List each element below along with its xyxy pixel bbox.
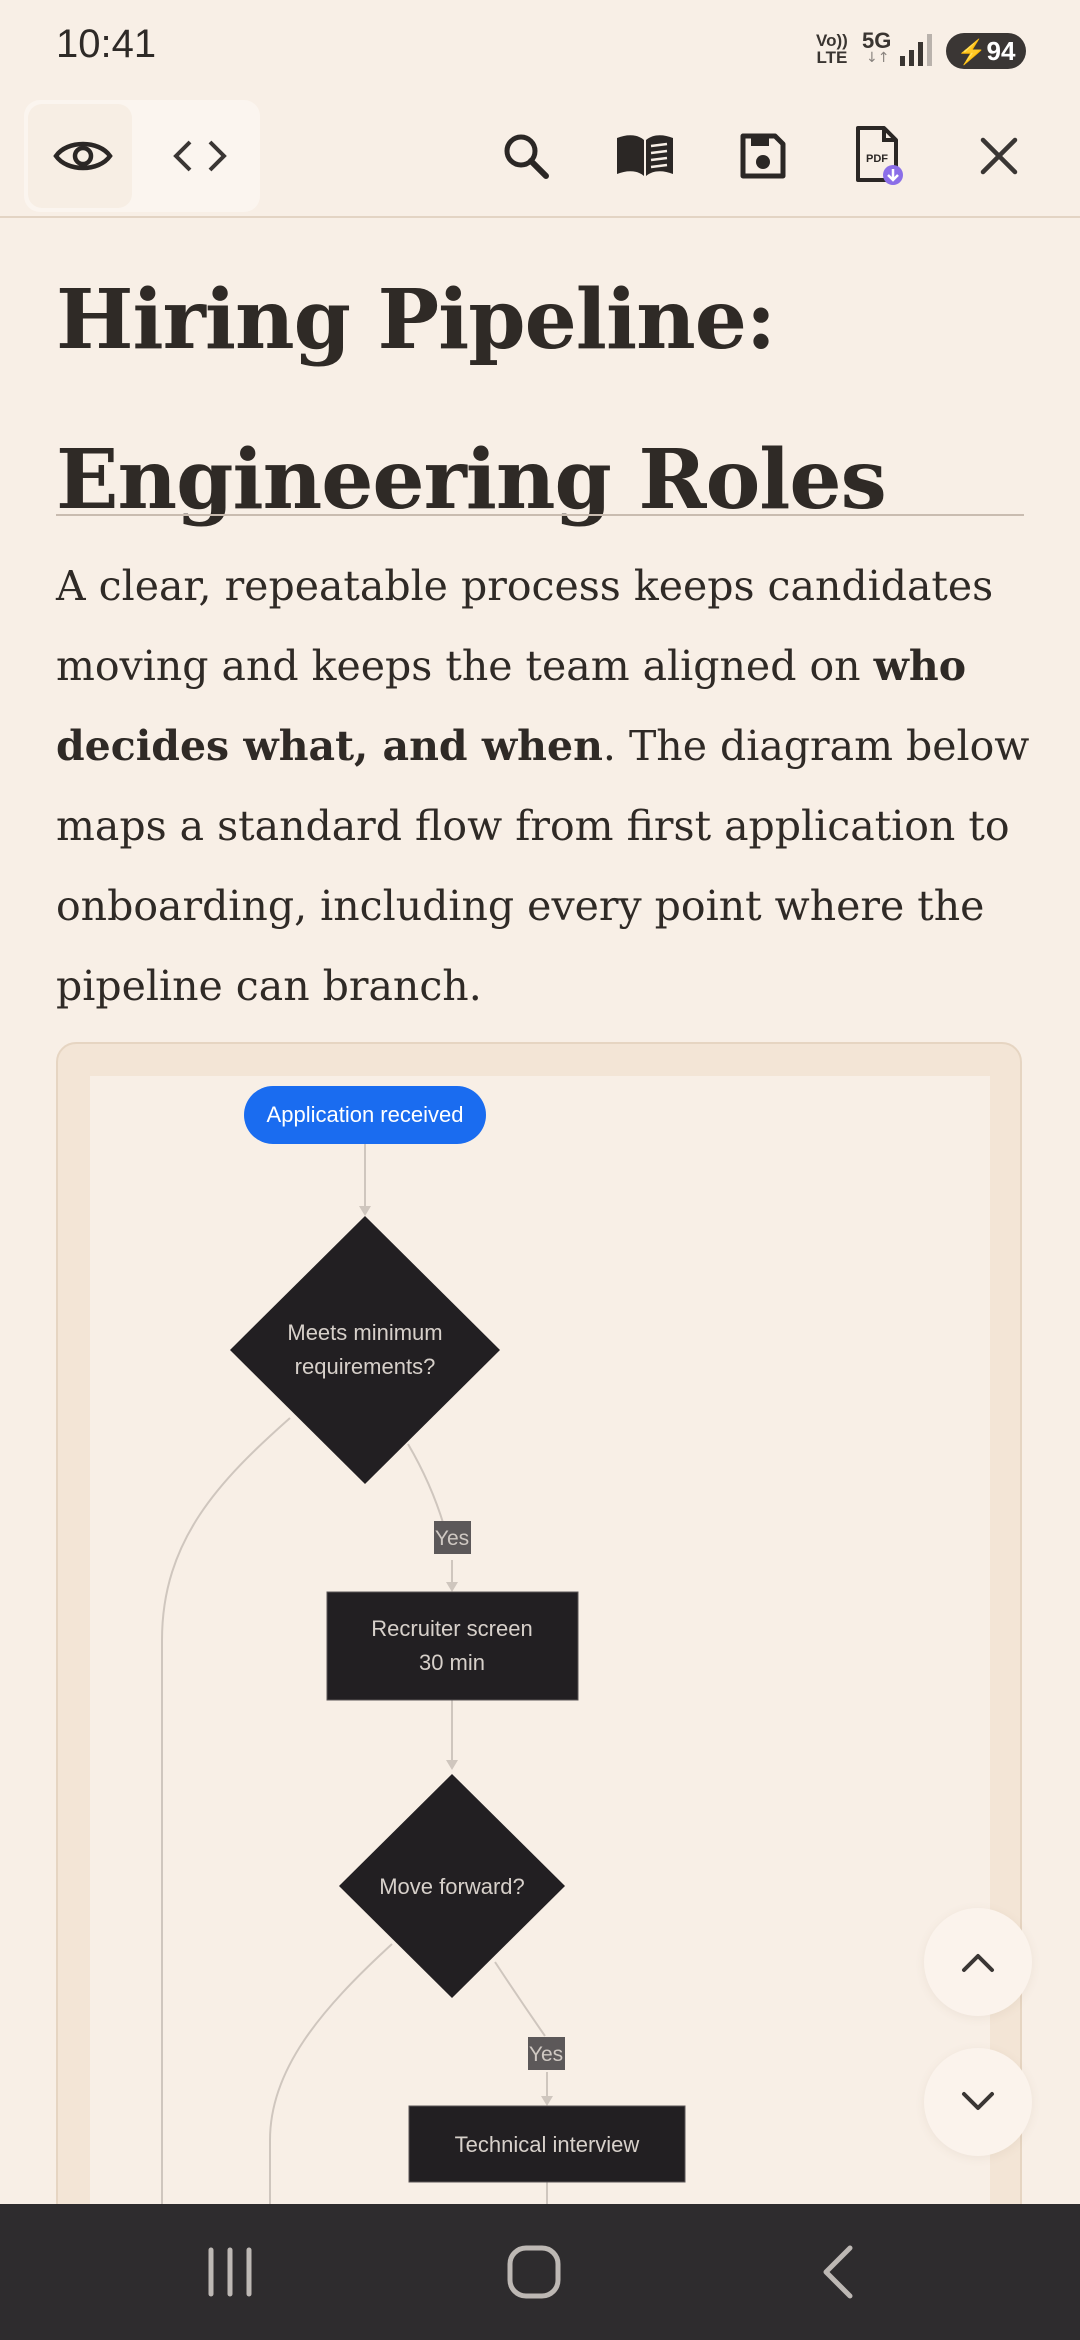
recents-button[interactable] (190, 2232, 270, 2312)
close-button[interactable] (959, 116, 1039, 196)
battery-indicator: ⚡94 (946, 33, 1026, 69)
reader-mode-button[interactable] (605, 116, 685, 196)
back-icon (823, 2245, 853, 2299)
preview-button[interactable] (43, 116, 123, 196)
save-icon (740, 133, 786, 179)
system-navigation-bar (0, 2204, 1080, 2340)
code-icon (173, 140, 227, 172)
home-button[interactable] (494, 2232, 574, 2312)
reader-icon (617, 135, 673, 176)
chevron-up-icon (962, 1954, 994, 1972)
svg-text:Yes: Yes (435, 1527, 469, 1550)
search-icon (504, 134, 549, 179)
data-activity-icon: ↓↑ (866, 50, 890, 66)
export-pdf-button[interactable]: PDF (840, 116, 920, 196)
svg-text:Move forward?: Move forward? (379, 1874, 525, 1899)
svg-text:Yes: Yes (529, 2043, 563, 2066)
edge-decision2-yes (494, 1961, 546, 2037)
decision-node-requirements[interactable]: Meets minimum requirements? (230, 1216, 500, 1484)
svg-text:Application received: Application received (267, 1102, 464, 1127)
close-icon (980, 137, 1018, 175)
status-bar: 10:41 Vo)) LTE 5G ↓↑ ⚡94 (0, 0, 1080, 100)
edge-decision2-no (269, 1943, 393, 2204)
intro-paragraph: A clear, repeatable process keeps candid… (56, 562, 1030, 1010)
flowchart-edges (161, 1144, 553, 2204)
scroll-down-button[interactable] (924, 2048, 1032, 2156)
pdf-icon: PDF (856, 126, 903, 185)
flowchart: Application received Meets minimum requi… (161, 1086, 686, 2204)
page-title: Hiring Pipeline: Engineering Roles (56, 272, 887, 528)
bolt-icon: ⚡ (956, 39, 987, 66)
scroll-up-button[interactable] (924, 1908, 1032, 2016)
clock: 10:41 (56, 22, 157, 66)
edge-label-yes: Yes (528, 2037, 565, 2070)
start-node[interactable]: Application received (244, 1086, 486, 1144)
source-button[interactable] (160, 116, 240, 196)
process-node-technical-interview[interactable]: Technical interview (408, 2105, 686, 2183)
edge-decision1-no (161, 1417, 291, 2204)
save-button[interactable] (723, 116, 803, 196)
svg-text:Technical interview: Technical interview (455, 2132, 640, 2157)
recents-icon (208, 2247, 252, 2297)
chevron-down-icon (962, 2092, 994, 2110)
title-divider (56, 514, 1024, 516)
svg-text:requirements?: requirements? (295, 1354, 436, 1379)
back-button[interactable] (798, 2232, 878, 2312)
volte-indicator: Vo)) LTE (816, 31, 848, 67)
decision-node-move-forward[interactable]: Move forward? (339, 1774, 565, 1998)
network-type: 5G (862, 28, 892, 53)
svg-text:Recruiter screen: Recruiter screen (371, 1616, 532, 1641)
eye-icon (53, 141, 113, 171)
edge-label-yes: Yes (434, 1521, 471, 1554)
search-button[interactable] (486, 116, 566, 196)
reader-toolbar (0, 100, 1080, 218)
home-icon (507, 2245, 561, 2299)
signal-icon (900, 34, 932, 66)
view-mode-active-indicator (28, 104, 132, 208)
svg-text:PDF: PDF (866, 153, 888, 165)
svg-text:30 min: 30 min (419, 1650, 485, 1675)
svg-text:Meets minimum: Meets minimum (287, 1320, 442, 1345)
process-node-recruiter-screen[interactable]: Recruiter screen 30 min (326, 1591, 579, 1701)
